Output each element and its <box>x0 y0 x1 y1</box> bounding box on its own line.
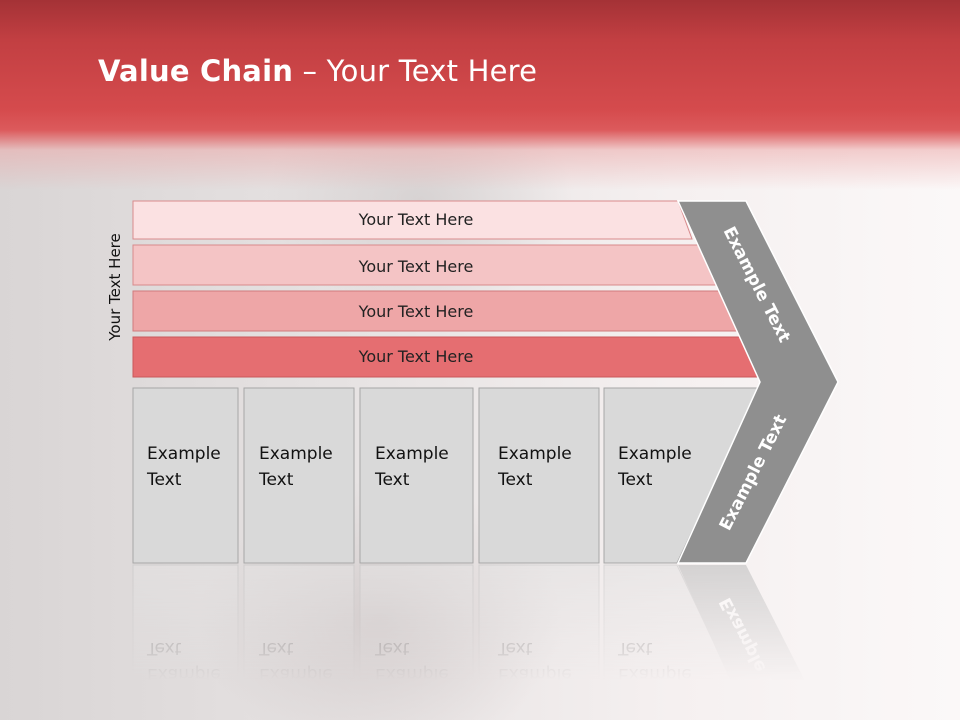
reflection-box-3-line1: Example <box>375 664 449 684</box>
support-bar-4-label: Your Text Here <box>358 347 474 366</box>
reflection-box-1-line2: Text <box>146 638 182 658</box>
primary-box-4[interactable]: Example Text <box>478 387 600 564</box>
primary-box-1-line2: Text <box>146 470 182 490</box>
primary-box-3-shape <box>359 387 474 564</box>
support-bars: Your Text Here Your Text Here Your Text … <box>132 200 764 378</box>
primary-box-2-line1: Example <box>259 444 333 464</box>
reflection-box-1-line1: Example <box>147 664 221 684</box>
primary-box-1[interactable]: Example Text <box>132 387 239 564</box>
primary-box-3[interactable]: Example Text <box>359 387 474 564</box>
primary-boxes: Example Text Example Text Example Text E… <box>132 387 761 564</box>
support-bar-1-label: Your Text Here <box>358 210 474 229</box>
margin-arrow-shape <box>676 200 839 564</box>
reflection-box-4-line2: Text <box>497 638 533 658</box>
support-bar-3[interactable]: Your Text Here <box>132 290 741 332</box>
primary-box-2-line2: Text <box>258 470 294 490</box>
slide-title: Value Chain – Your Text Here <box>98 54 537 88</box>
title-rest: – Your Text Here <box>293 54 538 88</box>
reflection-box-5-line1: Example <box>618 664 692 684</box>
primary-box-1-shape <box>132 387 239 564</box>
primary-box-5-shape <box>603 387 761 564</box>
title-bold: Value Chain <box>98 54 294 88</box>
primary-box-3-line1: Example <box>375 444 449 464</box>
primary-box-3-line2: Text <box>374 470 410 490</box>
support-bar-2-label: Your Text Here <box>358 257 474 276</box>
reflection-box-5-line2: Text <box>617 638 653 658</box>
header-band <box>0 0 960 190</box>
primary-box-2[interactable]: Example Text <box>243 387 355 564</box>
support-bar-4[interactable]: Your Text Here <box>132 336 764 378</box>
reflection-box-2-line1: Example <box>259 664 333 684</box>
support-bar-1-shape <box>132 200 693 240</box>
support-bar-1[interactable]: Your Text Here <box>132 200 693 240</box>
margin-arrow[interactable]: Example Text Example Text <box>676 200 839 564</box>
primary-box-5[interactable]: Example Text <box>603 387 761 564</box>
support-bar-3-label: Your Text Here <box>358 302 474 321</box>
primary-box-5-line2: Text <box>617 470 653 490</box>
reflection-box-3-line2: Text <box>374 638 410 658</box>
primary-box-4-line2: Text <box>497 470 533 490</box>
support-bar-2[interactable]: Your Text Here <box>132 244 717 286</box>
primary-box-4-shape <box>478 387 600 564</box>
reflection-box-2-line2: Text <box>258 638 294 658</box>
primary-box-1-line1: Example <box>147 444 221 464</box>
primary-box-4-line1: Example <box>498 444 572 464</box>
reflection-box-4-line1: Example <box>498 664 572 684</box>
primary-box-5-line1: Example <box>618 444 692 464</box>
primary-box-2-shape <box>243 387 355 564</box>
diagram-reflection: Example Text Example Text Example Text E… <box>132 564 825 720</box>
